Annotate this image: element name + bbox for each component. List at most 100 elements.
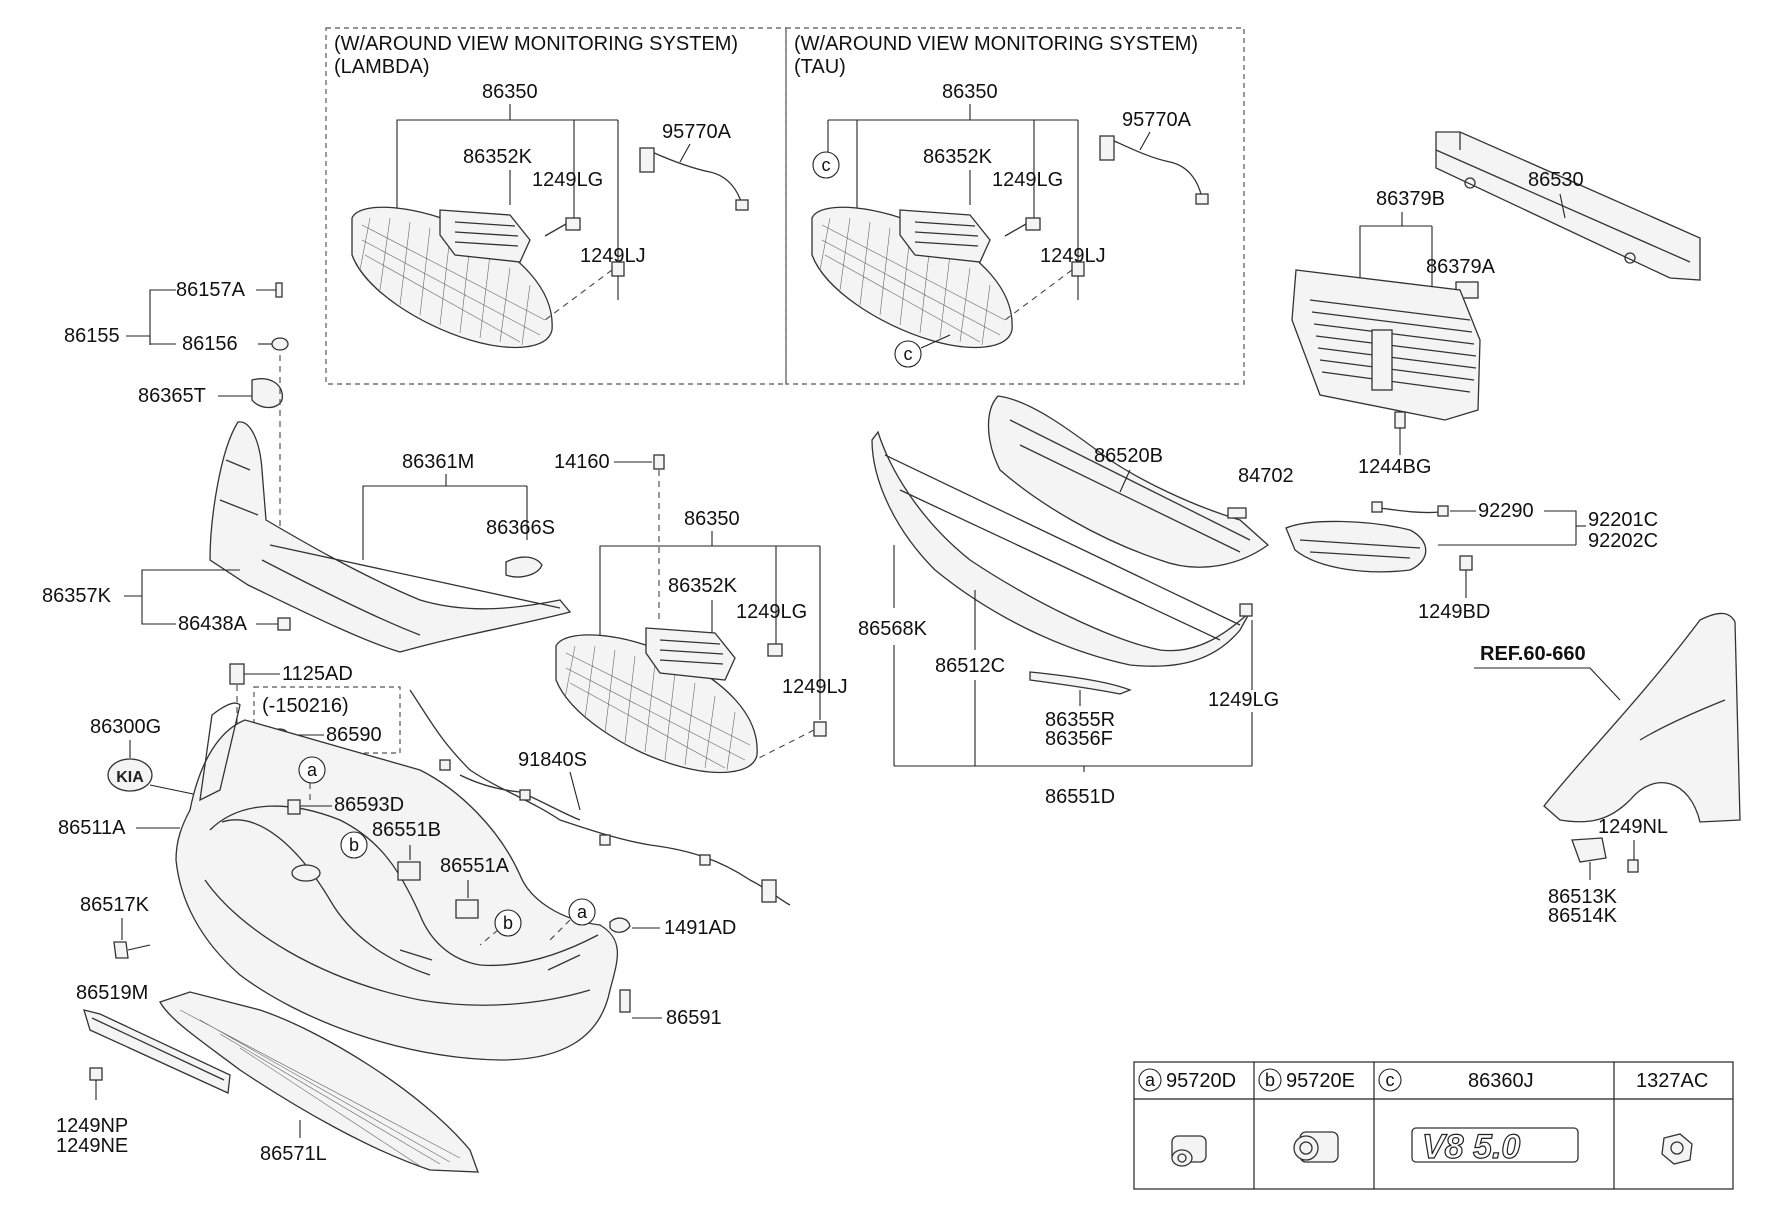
label-86155: 86155 [64,325,120,347]
legend-col-b: b 95720E [1258,1068,1355,1163]
label-86571l: 86571L [260,1143,327,1165]
legend-c-code: 86360J [1468,1070,1534,1092]
nut-icon [1661,1133,1693,1165]
label-86519m: 86519M [76,982,148,1004]
grille-shape-lambda [351,206,553,348]
legend-table: a 95720D b 95720E c 86360J V8 5.0 [1133,1061,1734,1190]
callout-a-lower [568,898,596,926]
ref-label: REF.60-660 [1480,643,1586,665]
label-86512c: 86512C [935,655,1005,677]
legend-col-d: 1327AC [1636,1070,1708,1165]
label-92202c: 92202C [1588,530,1658,552]
label-86357k: 86357K [42,585,112,607]
label-86352k-tau: 86352K [923,146,993,168]
bumper-beam-86530: 86530 [1435,131,1701,281]
emblem-v8-icon [1411,1127,1579,1163]
date-note-box [253,686,401,754]
fog-lamp-92201c: 92290 92201C 92202C 1249BD [1285,500,1658,623]
sensor-icon-a [1171,1135,1207,1167]
label-86156: 86156 [182,333,238,355]
label-86379b: 86379B [1376,188,1445,210]
label-86551b: 86551B [372,819,441,841]
lower-assembly-86551d: 86520B 84702 86568K 86512C 86355R 86356F… [858,395,1294,808]
label-1249lj-main: 1249LJ [782,676,848,698]
label-1249lg-main: 1249LG [736,601,807,623]
legend-col-a: a 95720D [1138,1068,1236,1167]
label-date-note: (-150216) [262,695,349,717]
label-86366s: 86366S [486,517,555,539]
legend-a-code: 95720D [1166,1070,1236,1092]
label-1249ne: 1249NE [56,1135,128,1157]
label-1249lj-lambda: 1249LJ [580,245,646,267]
label-1249nl: 1249NL [1598,816,1668,838]
label-95770a-tau: 95770A [1122,109,1192,131]
label-86379a: 86379A [1426,256,1496,278]
tau-title-line2: (TAU) [794,56,846,78]
label-86513k: 86513K [1548,886,1618,908]
label-86355r: 86355R [1045,709,1115,731]
grille-shape-tau [811,206,1013,348]
label-86350-main: 86350 [684,508,740,530]
label-14160: 14160 [554,451,610,473]
kia-badge [107,758,153,792]
label-92290: 92290 [1478,500,1534,522]
tau-title-line1: (W/AROUND VIEW MONITORING SYSTEM) [794,33,1198,55]
legend-col-c: c 86360J V8 5.0 [1378,1068,1579,1167]
label-86551d: 86551D [1045,786,1115,808]
front-bumper-86511a: 1125AD (-150216) 86590 86300G KIA 86511A… [58,663,791,1061]
license-bracket-86519m: 86519M 1249NP 1249NE [56,982,231,1157]
label-86361m: 86361M [402,451,474,473]
callout-a-upper [298,756,326,784]
label-1244bg: 1244BG [1358,456,1431,478]
callout-b-upper-text: b [349,835,359,855]
label-86356f: 86356F [1045,728,1113,750]
label-86365t: 86365T [138,385,206,407]
main-grille-86350: 14160 86350 86352K 1249LG 1249LJ [554,451,848,773]
emblem-v8-text: V8 5.0 [1422,1128,1520,1166]
legend-d-code: 1327AC [1636,1070,1708,1092]
callout-c-tau-bottom [894,340,922,368]
label-86300g: 86300G [90,716,161,738]
label-86517k: 86517K [80,894,150,916]
label-91840s: 91840S [518,749,587,771]
label-1249lg-lower: 1249LG [1208,689,1279,711]
label-86352k-main: 86352K [668,575,738,597]
label-86590: 86590 [326,724,382,746]
fender-ref: REF.60-660 1249NL 86513K 86514K [1474,612,1741,927]
label-86352k-lambda: 86352K [463,146,533,168]
legend-b-letter: b [1265,1070,1275,1090]
label-1249np: 1249NP [56,1115,128,1137]
label-95770a-lambda: 95770A [662,121,732,143]
label-1249lg-tau: 1249LG [992,169,1063,191]
lambda-title-line2: (LAMBDA) [334,56,430,78]
callout-b-lower-text: b [503,913,513,933]
legend-c-letter: c [1386,1070,1395,1090]
legend-b-code: 95720E [1286,1070,1355,1092]
callout-a-lower-text: a [577,902,588,922]
label-1249lg-lambda: 1249LG [532,169,603,191]
label-86530: 86530 [1528,169,1584,191]
label-86350-lambda: 86350 [482,81,538,103]
label-86593d: 86593D [334,794,404,816]
callout-c-tau-top [812,151,840,179]
label-86520b: 86520B [1094,445,1163,467]
kia-badge-text: KIA [116,769,144,786]
label-86511a: 86511A [58,817,126,839]
lambda-grille-group: 86350 86352K 1249LG 1249LJ 95770A [351,81,749,348]
legend-a-letter: a [1145,1070,1156,1090]
label-1249bd: 1249BD [1418,601,1490,623]
callout-c-tau-top-text: c [822,155,831,175]
air-flap-86379b: 86379B 86379A 1244BG [1291,188,1496,478]
callout-c-tau-bottom-text: c [904,344,913,364]
label-86438a: 86438A [178,613,248,635]
label-86568k: 86568K [858,618,928,640]
callout-b-lower [494,909,522,937]
label-86157a: 86157A [176,279,246,301]
option-box-tau: (W/AROUND VIEW MONITORING SYSTEM) (TAU) [785,27,1245,385]
sensor-icon-b [1293,1131,1339,1163]
label-92201c: 92201C [1588,509,1658,531]
label-1249lj-tau: 1249LJ [1040,245,1106,267]
lambda-title-line1: (W/AROUND VIEW MONITORING SYSTEM) [334,33,738,55]
label-86350-tau: 86350 [942,81,998,103]
